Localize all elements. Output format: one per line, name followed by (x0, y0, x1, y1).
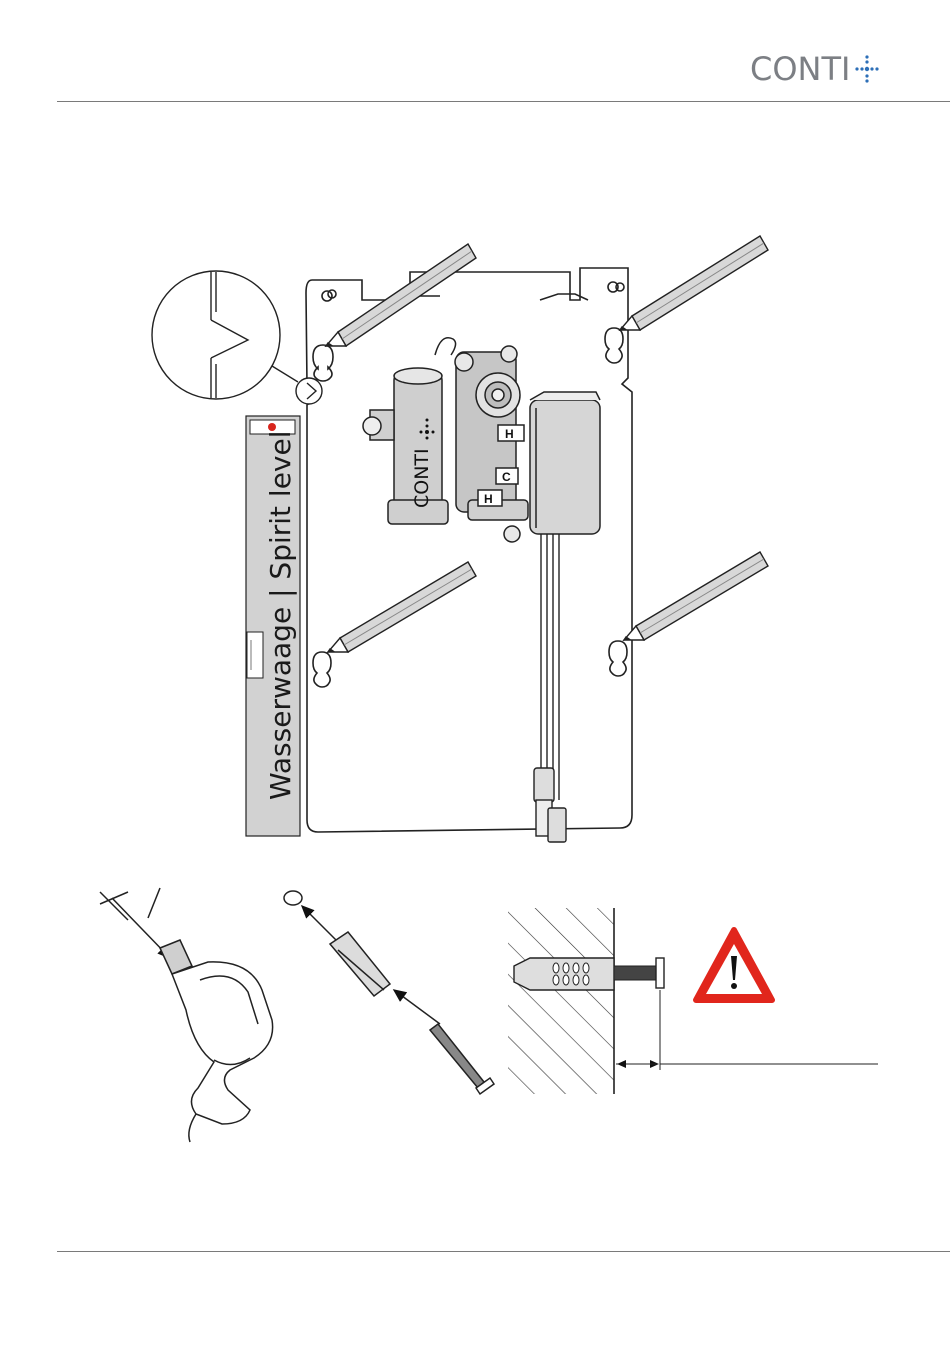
warning-triangle-icon (696, 930, 772, 1000)
pencil-icon (624, 552, 768, 640)
detail-magnifier (152, 271, 322, 404)
pencil-icon (620, 236, 768, 330)
pencil-icon (326, 244, 476, 346)
pencil-icon (328, 562, 476, 652)
spirit-level-label: Wasserwaage | Spirit level (264, 431, 297, 801)
spirit-level: Wasserwaage | Spirit level (246, 416, 300, 836)
cold-marking: C (502, 470, 511, 484)
footer-rule (57, 1251, 950, 1252)
drill-icon (100, 888, 273, 1142)
valve-body (363, 338, 600, 542)
wall-section (508, 908, 878, 1094)
hot-marking-bottom: H (484, 492, 493, 506)
valve-brand-label: CONTI (411, 448, 433, 508)
hot-marking-top: H (505, 427, 514, 441)
wall-plug-icon (284, 891, 494, 1094)
sensor-cable (534, 534, 566, 842)
